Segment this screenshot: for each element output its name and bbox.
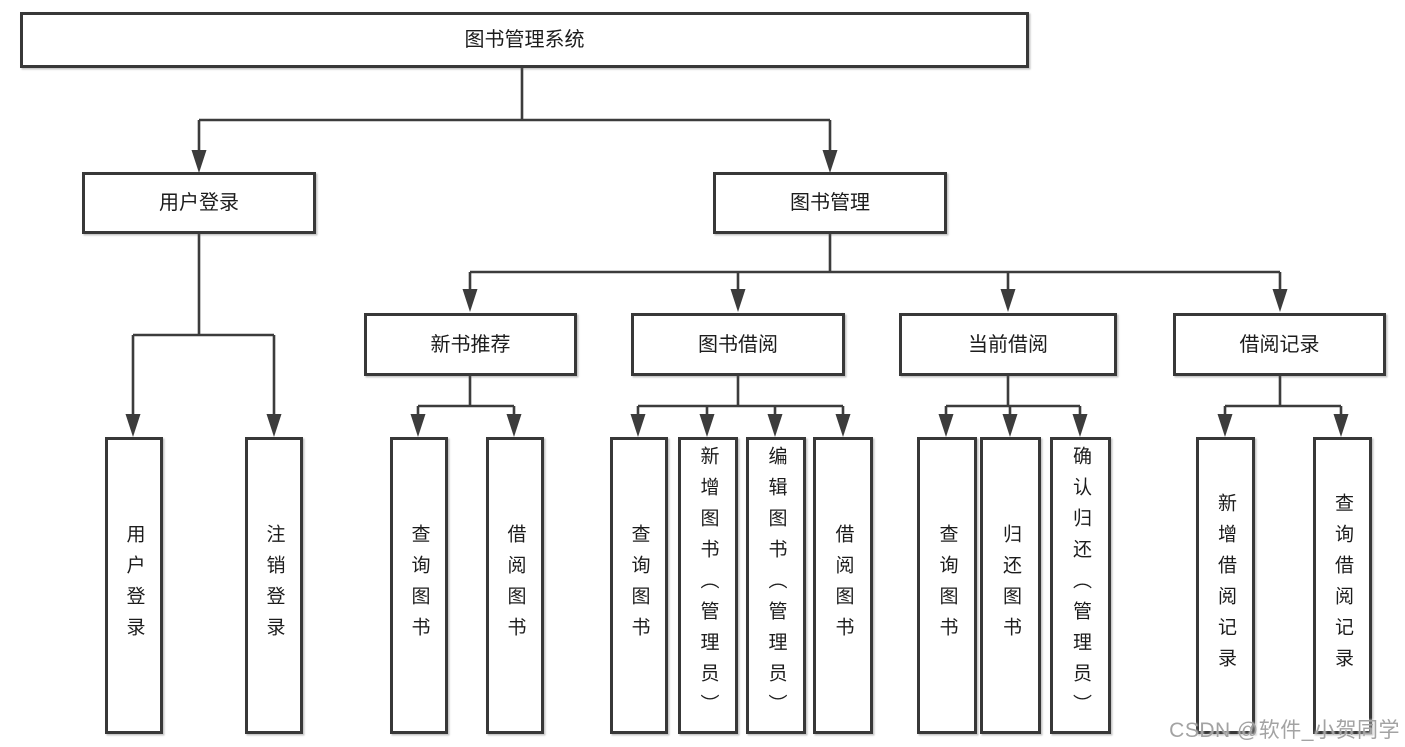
arrowhead (1217, 414, 1233, 437)
connector-borrow-record (1223, 376, 1343, 417)
arrowhead (835, 414, 851, 437)
arrowhead (506, 414, 522, 437)
connector-root (197, 68, 832, 152)
arrowhead (266, 414, 282, 437)
arrowhead (125, 414, 141, 437)
node-current-borrowing: 当前借阅 (899, 313, 1117, 376)
connector-paths (131, 68, 1343, 417)
leaf-query-books-newrec: 查询图书 (390, 437, 448, 734)
node-new-book-recommend: 新书推荐 (364, 313, 577, 376)
leaf-borrow-books-newrec: 借阅图书 (486, 437, 544, 734)
arrowhead (630, 414, 646, 437)
arrowhead (462, 289, 478, 312)
leaf-user-login: 用户登录 (105, 437, 163, 734)
leaf-query-books-current: 查询图书 (917, 437, 977, 734)
leaf-borrow-books-borrow: 借阅图书 (813, 437, 873, 734)
leaf-add-borrow-record: 新增借阅记录 (1196, 437, 1255, 734)
leaf-edit-books-admin: 编辑图书（管理员） (746, 437, 806, 734)
node-book-borrowing: 图书借阅 (631, 313, 845, 376)
leaf-add-books-admin: 新增图书（管理员） (678, 437, 738, 734)
arrowhead (1333, 414, 1349, 437)
node-user-login: 用户登录 (82, 172, 316, 234)
arrowhead (1000, 289, 1016, 312)
node-borrowing-records: 借阅记录 (1173, 313, 1386, 376)
csdn-watermark: CSDN @软件_小贺同学 (1169, 719, 1400, 742)
arrowhead (191, 150, 207, 173)
leaf-confirm-return-admin: 确认归还（管理员） (1050, 437, 1111, 734)
connector-user-login (131, 234, 276, 416)
arrowhead (1072, 414, 1088, 437)
node-library-system: 图书管理系统 (20, 12, 1029, 68)
arrowhead (699, 414, 715, 437)
arrowhead (730, 289, 746, 312)
arrowhead (938, 414, 954, 437)
arrowhead (822, 150, 838, 173)
arrowhead (410, 414, 426, 437)
leaf-query-borrow-record: 查询借阅记录 (1313, 437, 1372, 734)
arrowheads (125, 150, 1349, 437)
connector-new-book (416, 376, 516, 417)
leaf-query-books-borrow: 查询图书 (610, 437, 668, 734)
connector-book-management (468, 234, 1282, 292)
node-book-management: 图书管理 (713, 172, 947, 234)
arrowhead (1002, 414, 1018, 437)
leaf-return-books: 归还图书 (980, 437, 1041, 734)
arrowhead (767, 414, 783, 437)
connector-current-borrow (944, 376, 1082, 417)
connector-book-borrow (636, 376, 845, 417)
arrowhead (1272, 289, 1288, 312)
leaf-logout-login: 注销登录 (245, 437, 303, 734)
